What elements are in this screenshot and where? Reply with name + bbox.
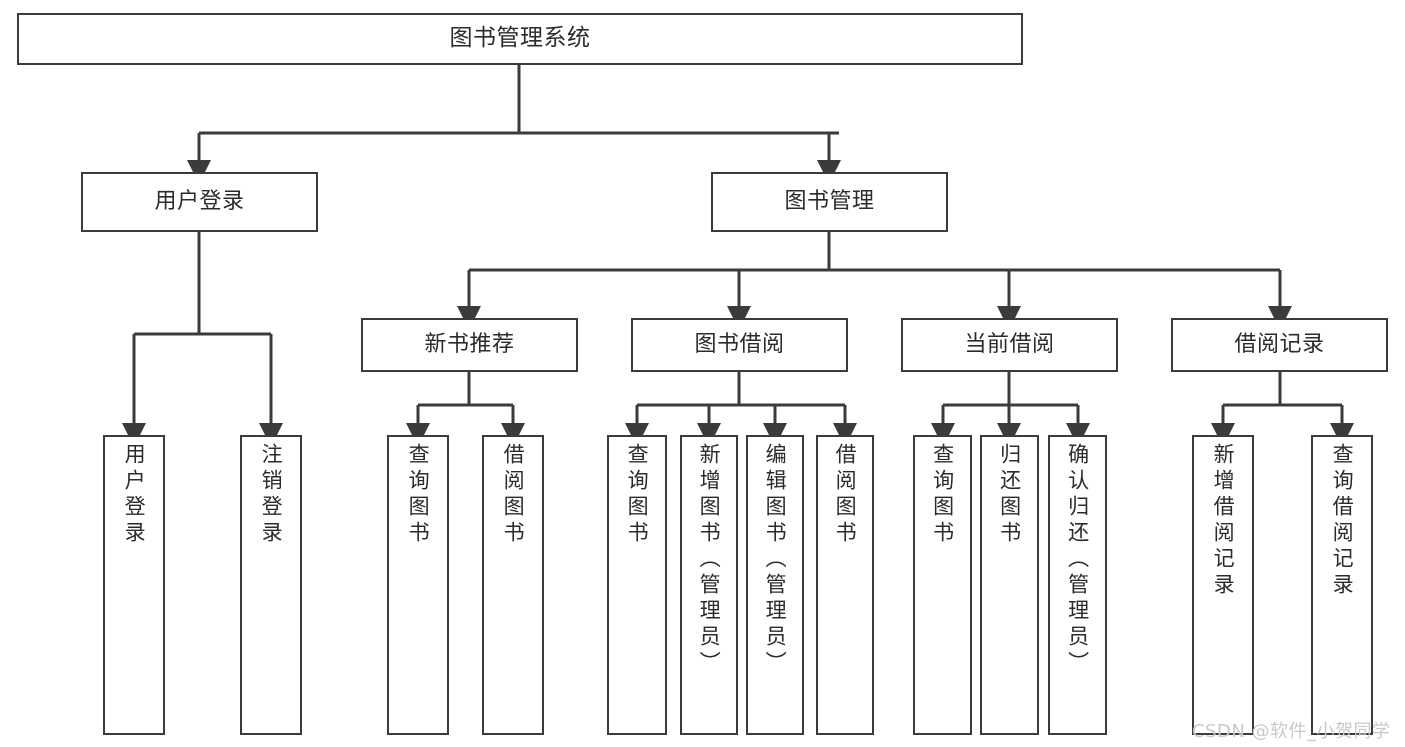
node-label: 借阅图书 (833, 443, 858, 547)
node-leaf-query-borrow-record[interactable]: 查询借阅记录 (1311, 435, 1373, 735)
node-leaf-borrow-book-newbook[interactable]: 借阅图书 (482, 435, 544, 735)
node-label: 借阅图书 (501, 443, 526, 547)
node-leaf-confirm-return-admin[interactable]: 确认归还（管理员） (1048, 435, 1107, 735)
node-leaf-add-book-admin[interactable]: 新增图书（管理员） (680, 435, 738, 735)
node-label: 确认归还（管理员） (1065, 443, 1090, 677)
node-leaf-add-borrow-record[interactable]: 新增借阅记录 (1192, 435, 1254, 735)
node-label: 图书借阅 (694, 331, 785, 357)
node-label: 查询借阅记录 (1330, 443, 1355, 599)
node-book-borrow[interactable]: 图书借阅 (631, 318, 848, 372)
node-label: 查询图书 (406, 443, 431, 547)
node-leaf-logout[interactable]: 注销登录 (240, 435, 302, 735)
node-book-management[interactable]: 图书管理 (711, 172, 948, 232)
node-leaf-return-book[interactable]: 归还图书 (980, 435, 1039, 735)
node-label: 归还图书 (997, 443, 1022, 547)
node-leaf-edit-book-admin[interactable]: 编辑图书（管理员） (746, 435, 804, 735)
watermark-text: CSDN @软件_小贺同学 (1192, 721, 1391, 742)
node-leaf-query-book-borrow[interactable]: 查询图书 (607, 435, 667, 735)
node-label: 新增借阅记录 (1211, 443, 1236, 599)
node-label: 用户登录 (122, 443, 147, 547)
node-label: 新书推荐 (424, 331, 515, 357)
node-label: 编辑图书（管理员） (763, 443, 788, 677)
node-label: 用户登录 (154, 188, 245, 214)
node-root-book-management-system[interactable]: 图书管理系统 (17, 13, 1023, 65)
node-label: 图书管理 (784, 188, 875, 214)
node-borrow-record[interactable]: 借阅记录 (1171, 318, 1388, 372)
node-label: 图书管理系统 (449, 25, 591, 52)
node-label: 查询图书 (625, 443, 650, 547)
node-leaf-query-book-newbook[interactable]: 查询图书 (387, 435, 449, 735)
node-leaf-borrow-book[interactable]: 借阅图书 (816, 435, 874, 735)
node-label: 借阅记录 (1234, 331, 1325, 357)
node-label: 注销登录 (259, 443, 284, 547)
node-current-borrow[interactable]: 当前借阅 (901, 318, 1118, 372)
node-label: 查询图书 (930, 443, 955, 547)
node-label: 当前借阅 (964, 331, 1055, 357)
node-leaf-query-book-current[interactable]: 查询图书 (913, 435, 972, 735)
node-leaf-user-login[interactable]: 用户登录 (103, 435, 165, 735)
node-user-login[interactable]: 用户登录 (81, 172, 318, 232)
node-new-book-recommend[interactable]: 新书推荐 (361, 318, 578, 372)
node-label: 新增图书（管理员） (697, 443, 722, 677)
